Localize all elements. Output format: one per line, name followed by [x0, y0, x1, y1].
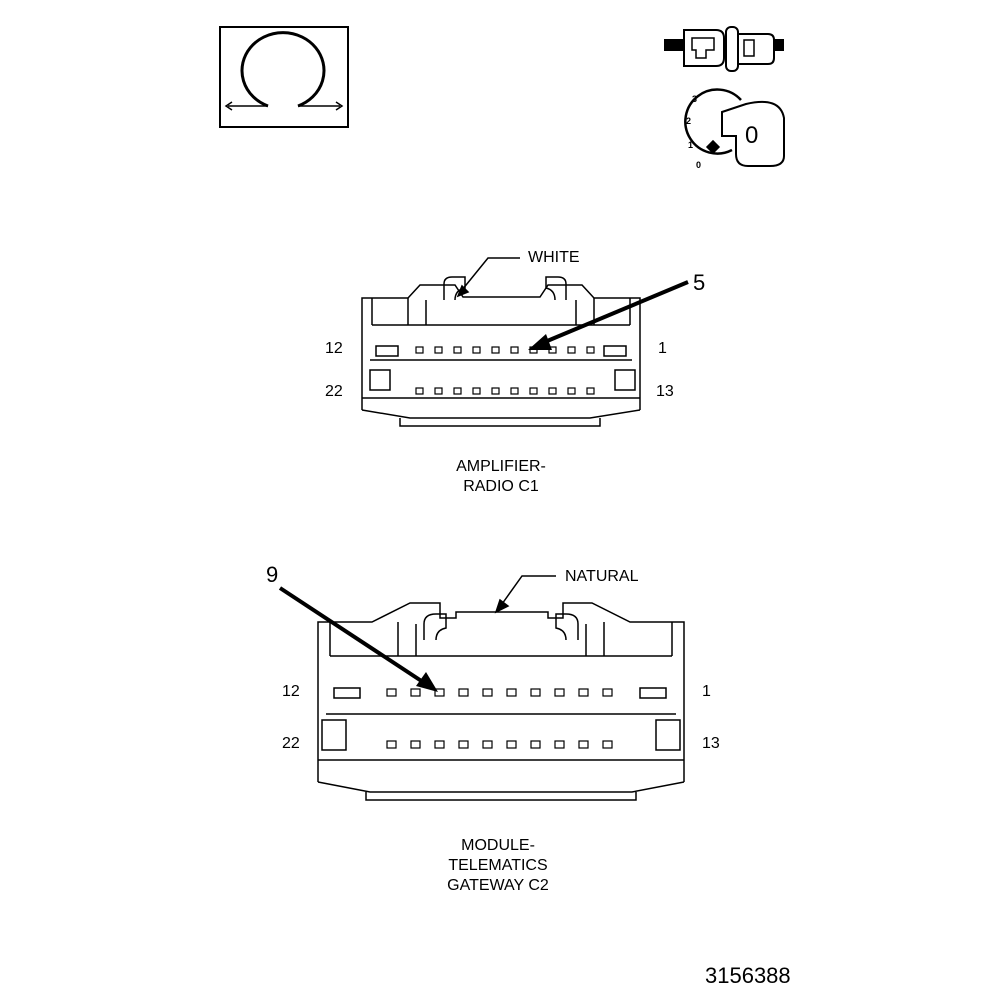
connector-2-pin-callout: 9	[266, 562, 279, 587]
document-id: 3156388	[705, 963, 791, 988]
loop-arrow-icon	[219, 26, 349, 128]
connector-2-pin-label-1: 1	[702, 683, 711, 700]
connector-2-pin-cavity	[434, 688, 445, 697]
connector-1-pin-callout: 5	[693, 270, 706, 295]
connector-1-pin-cavity	[567, 346, 576, 354]
connector-2-pin-cavity	[410, 688, 421, 697]
connector-2-pin-label-13: 13	[702, 735, 720, 752]
connector-1-pin-cavity	[567, 387, 576, 395]
connector-2-pin-cavity	[530, 688, 541, 697]
connector-1-pin-cavity	[491, 387, 500, 395]
connector-1-outline	[361, 276, 641, 427]
selector-tick-2: 2	[686, 116, 692, 126]
connector-1-name: AMPLIFIER- RADIO C1	[381, 457, 621, 497]
connector-2-pin-cavity	[554, 740, 565, 749]
rotary-selector-icon	[684, 88, 785, 167]
connector-2-pin-label-12: 12	[282, 683, 300, 700]
connector-1-pin-cavity	[510, 346, 519, 354]
connector-2-pin-cavity	[434, 740, 445, 749]
connector-2-color-callout: NATURAL	[565, 568, 639, 585]
connector-1-pin-cavity	[510, 387, 519, 395]
connector-2-name: MODULE- TELEMATICS GATEWAY C2	[378, 836, 618, 896]
connector-1-pin-cavity	[472, 387, 481, 395]
connector-1-pin-cavity	[586, 346, 595, 354]
connector-2-pin-cavity	[506, 688, 517, 697]
selector-tick-1: 1	[688, 140, 694, 150]
connector-2-pin-cavity	[554, 688, 565, 697]
connector-1-pin-label-12: 12	[325, 340, 343, 357]
connector-1-pin-cavity	[472, 346, 481, 354]
connector-1-pin-cavity	[586, 387, 595, 395]
connector-1-pin-label-1: 1	[658, 340, 667, 357]
inline-connector-icon	[664, 26, 784, 72]
connector-1-pin-cavity	[415, 387, 424, 395]
connector-1-pin-cavity	[453, 387, 462, 395]
connector-1-color-callout: WHITE	[528, 249, 580, 266]
connector-2-pin-cavity	[386, 688, 397, 697]
connector-2-pin-cavity	[482, 740, 493, 749]
connector-1-pin-cavity	[434, 387, 443, 395]
connector-1-pin-cavity	[548, 387, 557, 395]
connector-1-pin-cavity	[453, 346, 462, 354]
connector-1-pin-cavity	[529, 387, 538, 395]
connector-1-name-line-2: RADIO C1	[463, 478, 539, 495]
connector-2-pin-cavity	[410, 740, 421, 749]
callout-leaders	[278, 257, 689, 692]
connector-1-pin-label-13: 13	[656, 383, 674, 400]
connector-2-pin-cavity	[578, 740, 589, 749]
connector-2-pin-cavity	[386, 740, 397, 749]
selector-tick-0: 0	[696, 160, 702, 170]
connector-2-pin-cavity	[482, 688, 493, 697]
selector-tick-3: 3	[692, 94, 698, 104]
connector-1-pin-cavity	[434, 346, 443, 354]
connector-2-pin-cavity	[458, 688, 469, 697]
connector-2-pin-cavity	[578, 688, 589, 697]
selector-knob-label: 0	[745, 122, 759, 149]
connector-2-pin-label-22: 22	[282, 735, 300, 752]
connector-1-name-line-1: AMPLIFIER-	[456, 458, 546, 475]
connector-2-name-line-1: MODULE-	[461, 837, 535, 854]
connector-2-name-line-3: GATEWAY C2	[447, 877, 549, 894]
connector-1-pin-cavity	[415, 346, 424, 354]
connector-2-name-line-2: TELEMATICS	[448, 857, 548, 874]
connector-2-pin-cavity	[602, 740, 613, 749]
connector-2-pin-cavity	[458, 740, 469, 749]
connector-2-pin-cavity	[506, 740, 517, 749]
connector-1-pin-cavity	[491, 346, 500, 354]
connector-1-pin-label-22: 22	[325, 383, 343, 400]
connector-2-pin-cavity	[530, 740, 541, 749]
connector-2-pin-cavity	[602, 688, 613, 697]
connector-2-outline	[317, 602, 685, 801]
pin-cavities	[386, 346, 613, 749]
